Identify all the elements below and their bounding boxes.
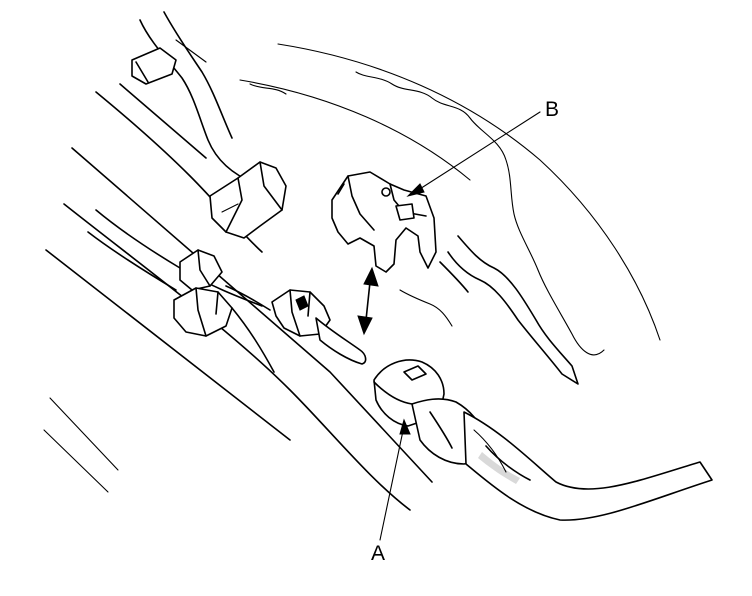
upper-fuel-pipe: [131, 11, 263, 187]
leader-lines: [379, 111, 541, 541]
lower-pipe-clip: [173, 287, 275, 373]
body-bracket: [399, 235, 579, 385]
callout-b-label: B: [545, 98, 559, 121]
lower-left-pipe: [87, 209, 263, 307]
upper-pipe-clip: [209, 161, 287, 239]
leader-line-b: [411, 111, 541, 195]
quick-connector-fitting: [225, 285, 367, 365]
body-panel-outline: [239, 43, 661, 356]
motion-arrow: [357, 266, 379, 336]
leader-arrowhead-b: [406, 183, 425, 197]
frame-rails: [43, 39, 433, 511]
callout-a-label: A: [371, 542, 385, 565]
leader-line-a: [379, 425, 405, 541]
clip-b: [331, 171, 437, 273]
main-fuel-hose: [463, 411, 713, 521]
leader-arrowhead-a: [399, 418, 411, 435]
